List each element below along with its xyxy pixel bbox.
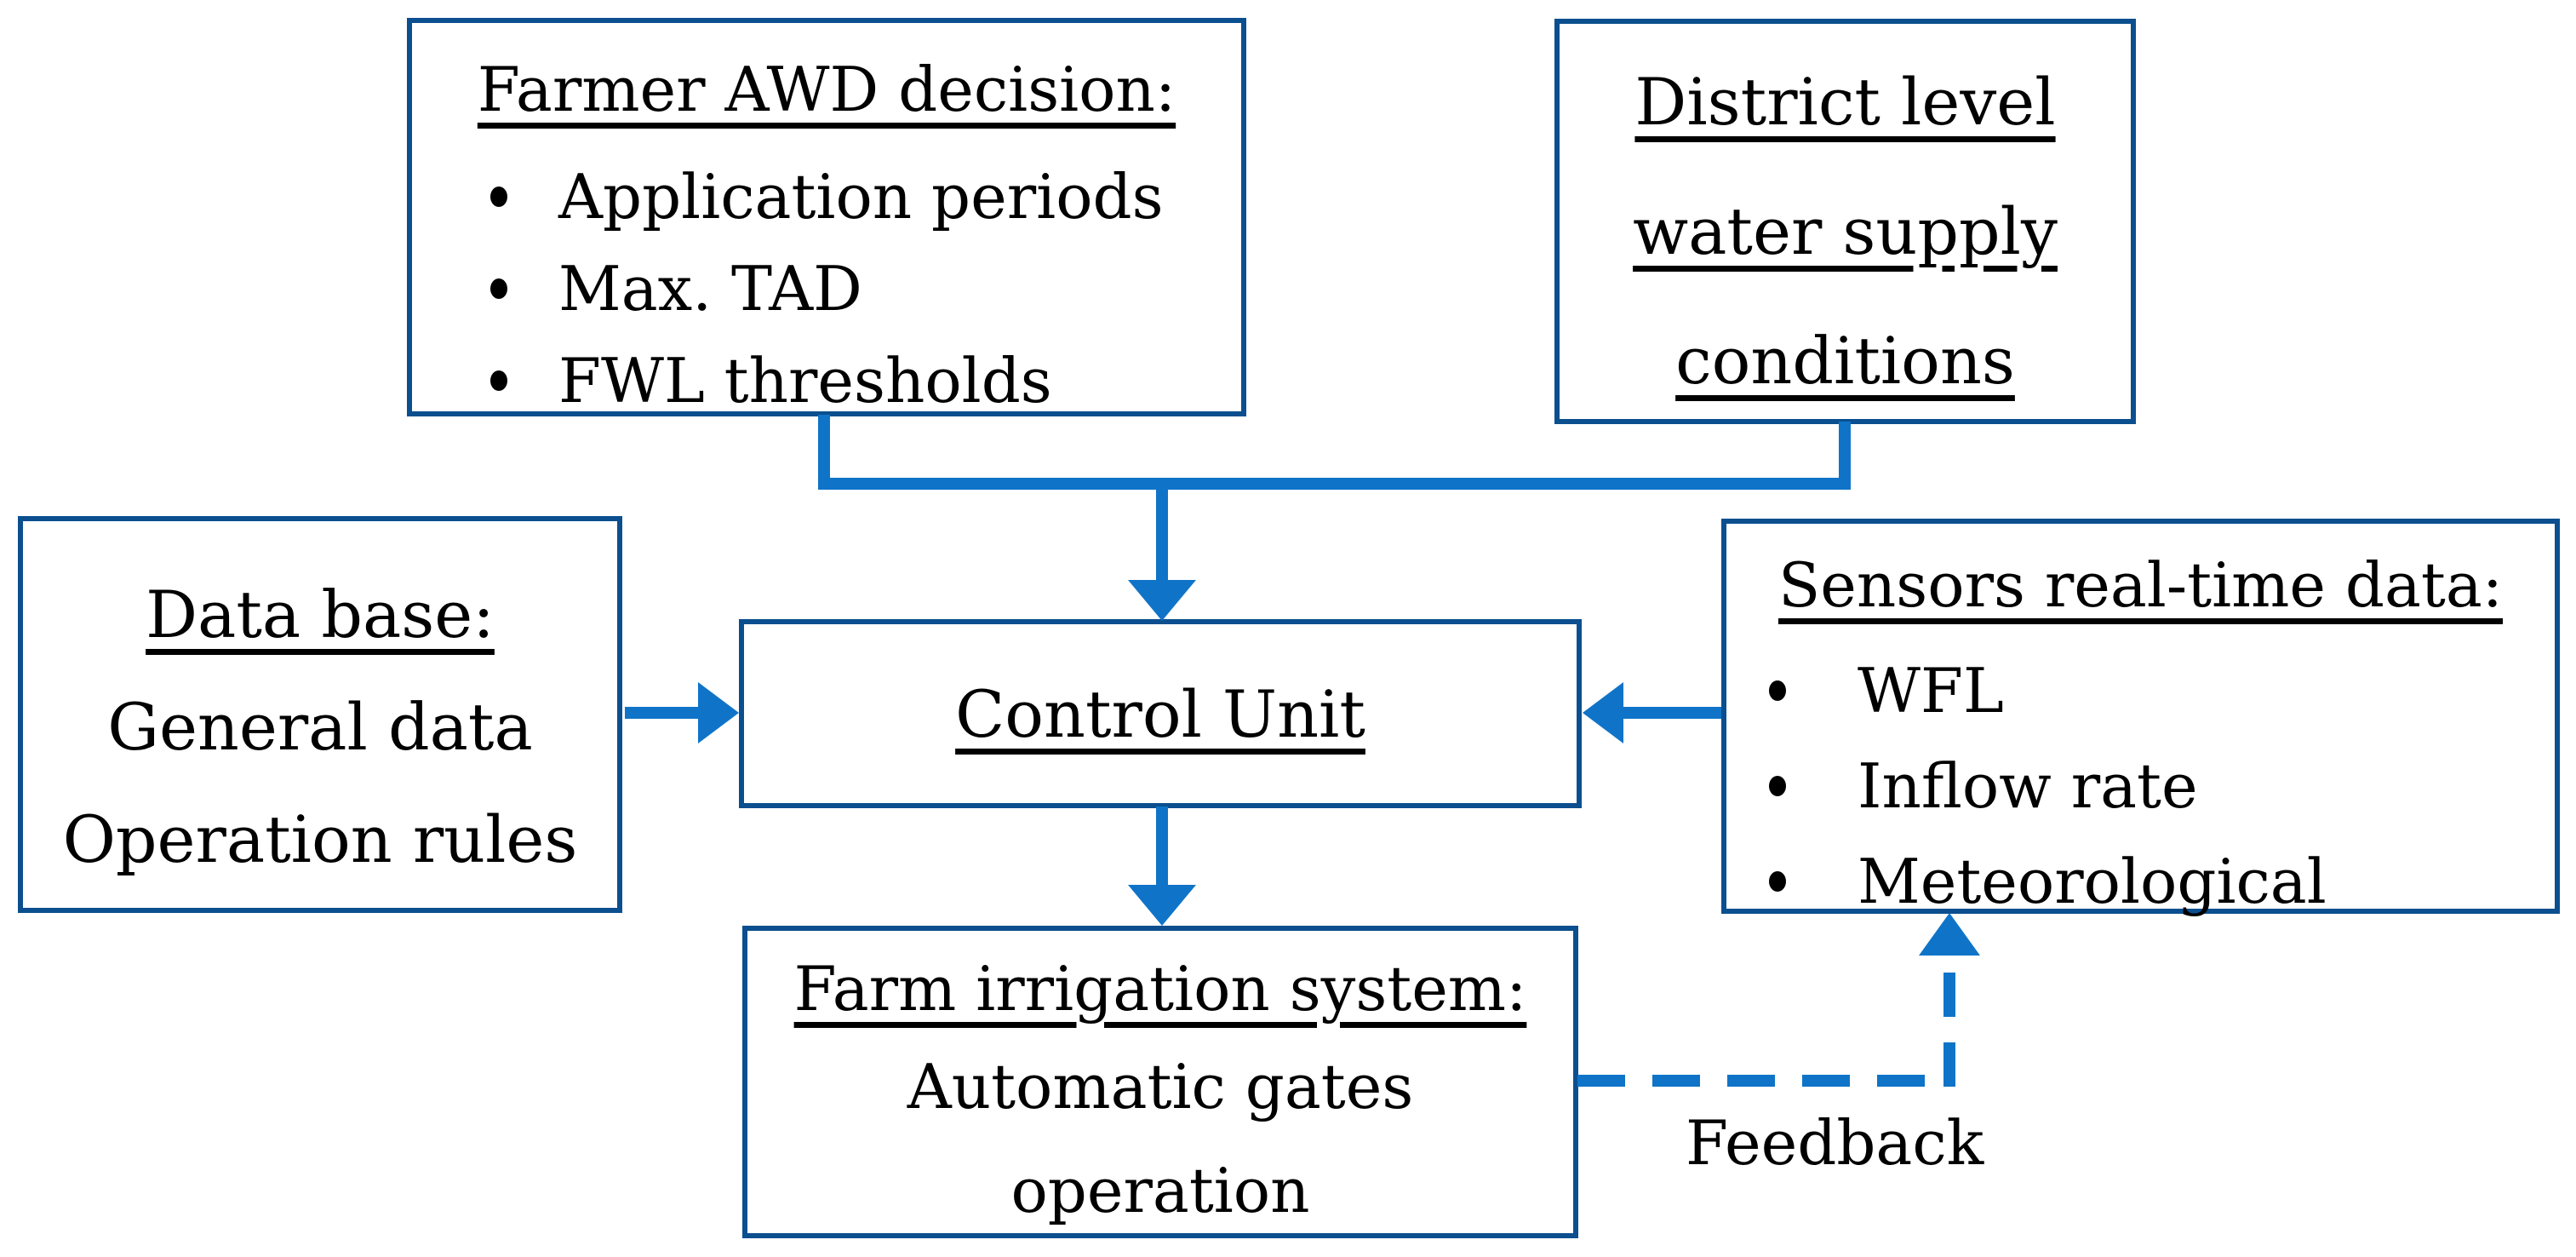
district-line: conditions: [1675, 323, 2015, 399]
arrow-up-icon: [1919, 913, 1980, 956]
feedback-label: Feedback: [1686, 1107, 1984, 1179]
farm-irrigation-title: Farm irrigation system:: [793, 953, 1527, 1025]
bullet-label: WFL: [1858, 655, 2004, 726]
list-item: Max. TAD: [412, 243, 1241, 335]
bullet-label: FWL thresholds: [558, 345, 1052, 416]
arrow-database-to-control-unit-line: [625, 707, 700, 719]
control-unit-title: Control Unit: [955, 675, 1365, 752]
database-line: General data: [107, 689, 533, 765]
feedback-dashed-vertical-line: [1943, 959, 1955, 1087]
bullet-icon: [490, 370, 507, 391]
arrow-sensors-to-control-unit-line: [1622, 707, 1721, 719]
connector-district-down-line: [1839, 422, 1851, 490]
farmer-awd-title: Farmer AWD decision:: [477, 54, 1176, 125]
database-line: Operation rules: [62, 801, 578, 877]
bullet-label: Inflow rate: [1858, 750, 2198, 822]
farmer-awd-bullet-list: Application periods Max. TAD FWL thresho…: [412, 151, 1241, 427]
box-farmer-awd-decision: Farmer AWD decision: Application periods…: [407, 18, 1246, 416]
database-title: Data base:: [146, 577, 495, 652]
box-database: Data base: General data Operation rules: [18, 516, 622, 913]
arrow-right-icon: [698, 682, 739, 743]
sensors-bullet-list: WFL Inflow rate Meteorological: [1726, 643, 2555, 929]
farm-irrigation-lines: Automatic gates operation: [747, 1035, 1573, 1243]
box-sensors-real-time-data: Sensors real-time data: WFL Inflow rate …: [1721, 519, 2560, 917]
box-control-unit: Control Unit: [739, 619, 1582, 808]
arrow-left-icon: [1583, 682, 1623, 743]
feedback-dashed-horizontal-line: [1577, 1075, 1955, 1087]
list-item: WFL: [1726, 643, 2555, 738]
list-item: FWL thresholds: [412, 335, 1241, 427]
sensors-title: Sensors real-time data:: [1777, 549, 2504, 621]
bullet-icon: [490, 187, 507, 207]
bullet-icon: [1769, 871, 1786, 892]
district-line: District level: [1634, 64, 2056, 140]
bullet-label: Max. TAD: [558, 253, 862, 324]
farm-irrigation-line: Automatic gates: [907, 1051, 1414, 1122]
bullet-icon: [1769, 680, 1786, 701]
district-lines: District level water supply conditions: [1560, 37, 2131, 426]
box-district-water-supply: District level water supply conditions: [1554, 19, 2136, 424]
box-farm-irrigation-system: Farm irrigation system: Automatic gates …: [742, 926, 1578, 1238]
bullet-label: Application periods: [558, 161, 1164, 232]
connector-merge-horizontal-line: [818, 478, 1851, 490]
arrow-down-icon: [1128, 885, 1196, 926]
arrow-control-unit-to-farm-line: [1156, 806, 1168, 887]
connector-farmer-down-line: [818, 415, 830, 490]
district-line: water supply: [1633, 193, 2058, 269]
arrow-inputs-to-control-unit-line: [1156, 488, 1168, 582]
database-lines: Data base: General data Operation rules: [23, 559, 617, 896]
list-item: Application periods: [412, 151, 1241, 243]
list-item: Inflow rate: [1726, 738, 2555, 834]
bullet-icon: [490, 278, 507, 299]
bullet-label: Meteorological: [1858, 846, 2327, 917]
bullet-icon: [1769, 776, 1786, 796]
arrow-down-icon: [1128, 580, 1196, 621]
list-item: Meteorological: [1726, 834, 2555, 929]
farm-irrigation-line: operation: [1010, 1155, 1310, 1226]
